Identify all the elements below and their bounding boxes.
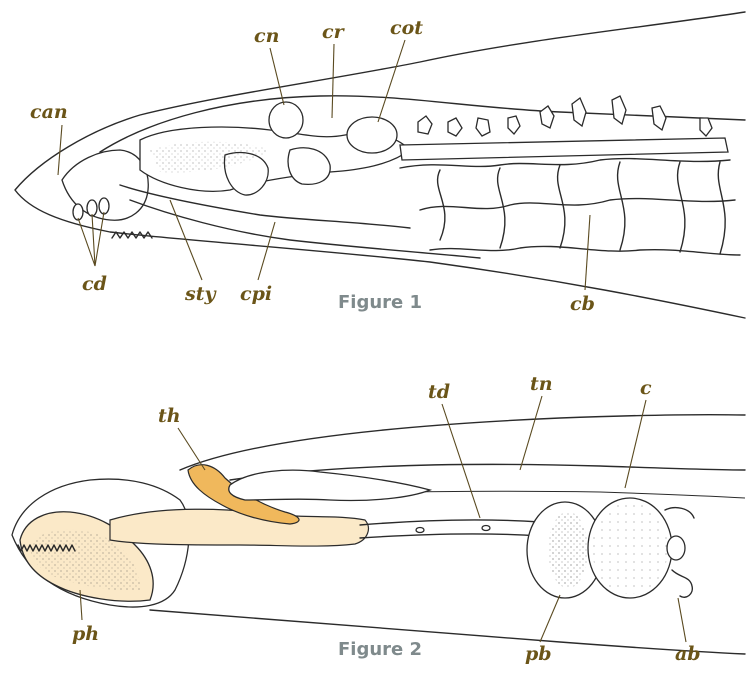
fig2-leader-th bbox=[177, 427, 206, 471]
fig2-pharynx-texture bbox=[30, 529, 140, 591]
fig2-label-ab: ab bbox=[675, 643, 701, 665]
fig1-stylet bbox=[119, 184, 411, 229]
fig1-label-cb: cb bbox=[570, 293, 595, 315]
fig1-teeth bbox=[111, 231, 153, 239]
fig1-label-cpi: cpi bbox=[240, 283, 272, 305]
fig2-label-pb: pb bbox=[525, 643, 552, 665]
figure-2: th td tn c ph pb ab Figure 2 bbox=[11, 373, 746, 665]
fig1-lower-jaw bbox=[129, 199, 481, 259]
fig2-leader-ab bbox=[677, 597, 687, 643]
fig1-cn-bone bbox=[268, 101, 304, 139]
fig1-leader-cpi bbox=[257, 221, 276, 281]
fig2-duct bbox=[359, 519, 541, 539]
fig2-leader-td bbox=[441, 403, 481, 519]
fig1-leader-cr bbox=[331, 43, 335, 119]
fig1-leader-cn bbox=[269, 47, 285, 106]
fig2-ab-texture bbox=[592, 502, 668, 594]
fig2-membrane bbox=[228, 469, 433, 502]
fig1-label-cn: cn bbox=[254, 25, 279, 47]
fig1-leader-cd bbox=[77, 211, 105, 267]
fig1-body-outline bbox=[14, 11, 746, 319]
fig1-branchial-basket bbox=[399, 157, 741, 256]
fig1-vertebrae bbox=[417, 95, 713, 137]
fig1-label-sty: sty bbox=[184, 283, 217, 305]
fig2-duct-pore-1 bbox=[415, 526, 425, 534]
fig1-label-cot: cot bbox=[390, 17, 423, 39]
fig2-leader-c bbox=[624, 399, 647, 489]
fig1-leader-cb bbox=[584, 214, 591, 291]
fig2-pb-inner bbox=[548, 512, 588, 588]
fig1-notochord bbox=[399, 137, 729, 161]
fig2-leader-pb bbox=[539, 594, 561, 643]
fig2-label-c: c bbox=[640, 377, 652, 399]
fig1-label-cd: cd bbox=[82, 273, 107, 295]
fig2-tube-outline bbox=[149, 413, 746, 655]
fig1-caption: Figure 1 bbox=[338, 292, 422, 313]
fig2-caption: Figure 2 bbox=[338, 639, 422, 660]
fig2-canal bbox=[109, 508, 369, 547]
fig2-serrated-edge bbox=[17, 544, 76, 552]
fig2-label-tn: tn bbox=[530, 373, 553, 395]
fig2-label-th: th bbox=[158, 405, 181, 427]
fig2-label-td: td bbox=[428, 381, 450, 403]
fig1-leader-sty bbox=[169, 199, 203, 281]
fig2-leader-ph bbox=[79, 589, 83, 621]
fig2-duct-pore-2 bbox=[481, 524, 491, 532]
fig1-leader-can bbox=[57, 124, 63, 176]
fig2-label-ph: ph bbox=[72, 623, 99, 645]
fig1-cranium-stipple bbox=[150, 141, 270, 173]
fig2-ab-branches bbox=[664, 506, 695, 598]
fig1-label-can: can bbox=[30, 101, 68, 123]
fig1-label-cr: cr bbox=[322, 21, 346, 43]
figure-1: can cn cr cot cd sty cpi cb Figure 1 bbox=[14, 11, 746, 319]
fig1-cot-bone bbox=[346, 116, 398, 154]
fig2-leader-tn bbox=[519, 395, 543, 471]
fig2-ab-ring bbox=[666, 535, 686, 561]
fig1-leader-cot bbox=[377, 39, 406, 123]
